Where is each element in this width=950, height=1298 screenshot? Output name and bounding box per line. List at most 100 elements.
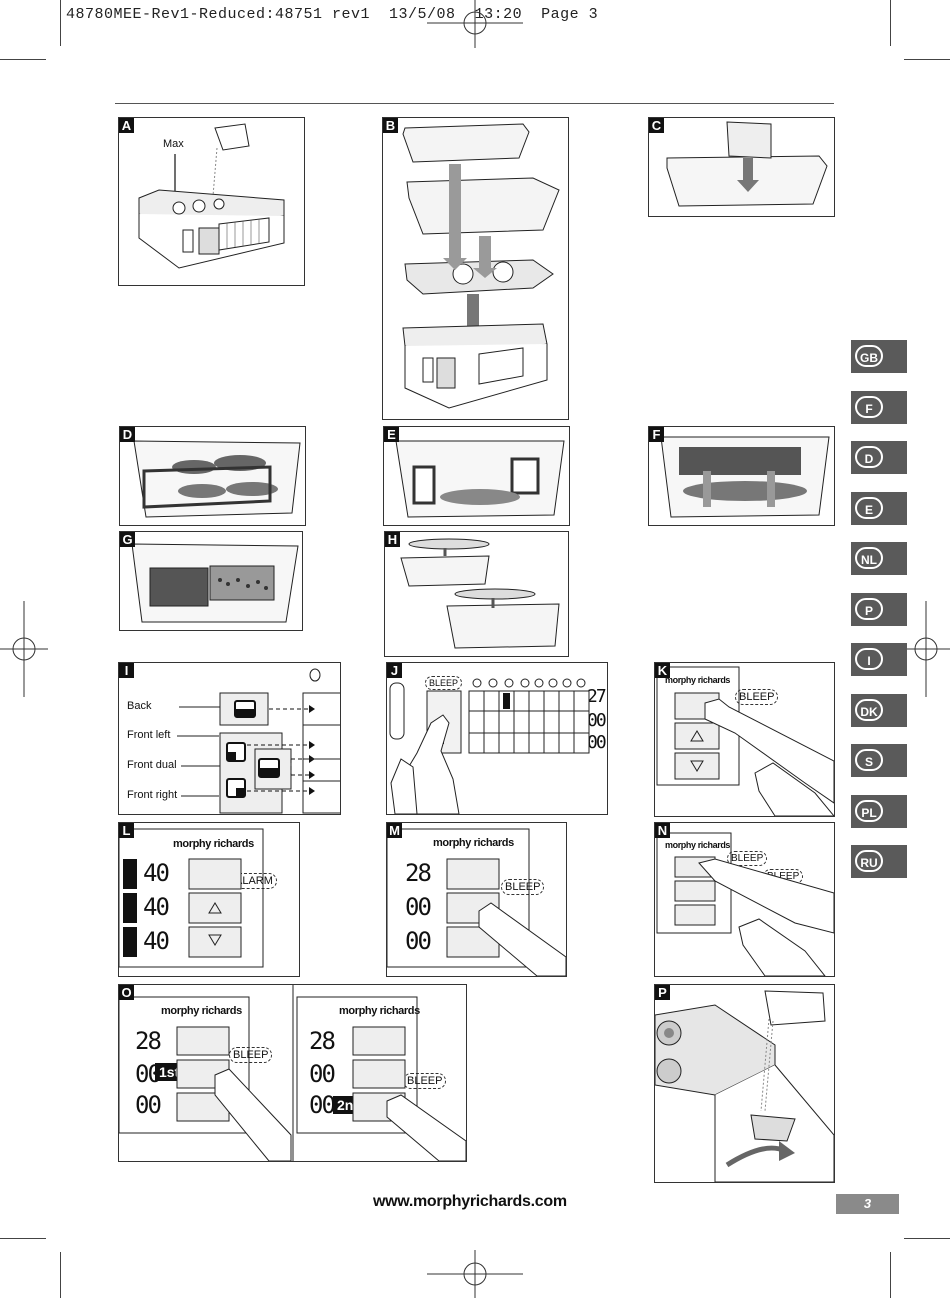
- timer-display-illustration: [387, 828, 566, 976]
- panel-k-steam-button: K morphy richards BLEEP: [654, 662, 835, 817]
- back-label: Back: [127, 700, 152, 712]
- panel-d-egg-tray: D: [119, 426, 306, 526]
- panel-label: F: [649, 427, 664, 442]
- timer-digits: 27: [587, 686, 607, 707]
- language-tab-pl[interactable]: PL: [851, 795, 907, 828]
- language-tab-nl[interactable]: NL: [851, 542, 907, 575]
- zone-button-diagram: [177, 668, 340, 814]
- brand-logo: morphy richards: [161, 1005, 242, 1017]
- panel-label: I: [119, 663, 134, 678]
- page-number: 3: [836, 1194, 899, 1214]
- language-code: D: [855, 446, 883, 468]
- panel-label: K: [655, 663, 670, 678]
- registration-mark-bottom: [427, 1250, 523, 1298]
- language-code: DK: [855, 699, 883, 721]
- panel-label: H: [385, 532, 400, 547]
- refill-illustration: [655, 990, 834, 1182]
- panel-label: L: [119, 823, 134, 838]
- front-right-label: Front right: [127, 789, 178, 801]
- language-code: RU: [855, 850, 883, 872]
- panel-label: O: [119, 985, 134, 1000]
- panel-f-two-levels: F: [648, 426, 835, 526]
- panel-label: P: [655, 985, 670, 1000]
- language-code: GB: [855, 345, 883, 367]
- brand-logo: morphy richards: [339, 1005, 420, 1017]
- panel-label: J: [387, 663, 402, 678]
- panel-c-divider: C: [648, 117, 835, 217]
- panel-b-stack-assembly: B: [382, 117, 569, 420]
- bleep-indicator: BLEEP: [727, 851, 768, 866]
- crop-mark: [60, 0, 61, 46]
- timer-digits: 40: [143, 893, 170, 921]
- slug-line: 48780MEE-Rev1-Reduced:48751 rev1 13/5/08…: [66, 6, 599, 23]
- panel-n-double-bleep: N morphy richards BLEEP BLEEP: [654, 822, 835, 977]
- language-tab-d[interactable]: D: [851, 441, 907, 474]
- bleep-indicator: BLEEP: [229, 1047, 273, 1063]
- panel-label: E: [384, 427, 399, 442]
- bleep-indicator: BLEEP: [425, 676, 463, 690]
- panel-label: A: [119, 118, 134, 133]
- panel-j-food-select: J BLEEP 27 00 00: [386, 662, 608, 815]
- crop-mark: [890, 1252, 891, 1298]
- timer-digits: 28: [405, 859, 432, 887]
- timer-digits: 00: [405, 927, 432, 955]
- language-tab-gb[interactable]: GB: [851, 340, 907, 373]
- double-press-illustration: [119, 985, 466, 1161]
- panel-label: B: [383, 118, 398, 133]
- timer-digits: 00: [587, 732, 607, 753]
- language-tab-i[interactable]: I: [851, 643, 907, 676]
- alarm-display-illustration: [119, 828, 264, 968]
- language-tab-e[interactable]: E: [851, 492, 907, 525]
- brand-logo: morphy richards: [665, 840, 731, 850]
- panel-h-stacked-bowls: H: [384, 531, 569, 657]
- egg-tray-illustration: [133, 440, 301, 518]
- header-rule: [115, 103, 834, 104]
- bleep-indicator: BLEEP: [501, 879, 545, 895]
- crop-mark: [60, 1252, 61, 1298]
- panel-label: N: [655, 823, 670, 838]
- stacked-bowls-illustration: [400, 538, 560, 649]
- language-code: I: [855, 648, 883, 670]
- panel-o-press-twice: O morphy richards morphy richards 28 00 …: [118, 984, 467, 1162]
- crop-mark: [890, 0, 891, 46]
- crop-mark: [904, 59, 950, 60]
- language-tab-s[interactable]: S: [851, 744, 907, 777]
- hand-press-illustration: [656, 832, 834, 976]
- timer-digits: 00: [135, 1091, 162, 1119]
- timer-digits: 00: [309, 1091, 336, 1119]
- language-code: F: [855, 396, 883, 418]
- panel-p-refill: P: [654, 984, 835, 1183]
- timer-digits: 40: [143, 927, 170, 955]
- panel-label: G: [120, 532, 135, 547]
- crop-mark: [0, 59, 46, 60]
- language-code: NL: [855, 547, 883, 569]
- language-tab-ru[interactable]: RU: [851, 845, 907, 878]
- divided-bowl-illustration: [131, 543, 299, 623]
- panel-e-rice-bowl: E: [383, 426, 570, 526]
- crop-mark: [904, 1238, 950, 1239]
- timer-digits: 00: [587, 710, 607, 731]
- language-code: E: [855, 497, 883, 519]
- hand-press-illustration: [656, 666, 834, 816]
- crop-mark: [0, 1238, 46, 1239]
- timer-digits: 00: [405, 893, 432, 921]
- panel-m-bleep: M morphy richards 28 00 00 BLEEP: [386, 822, 567, 977]
- language-tab-f[interactable]: F: [851, 391, 907, 424]
- steamer-base-illustration: [138, 123, 285, 269]
- panel-label: D: [120, 427, 135, 442]
- panel-label: M: [387, 823, 402, 838]
- footer-url[interactable]: www.morphyrichards.com: [373, 1193, 567, 1210]
- first-press-tag: 1st: [155, 1063, 184, 1081]
- language-tab-p[interactable]: P: [851, 593, 907, 626]
- registration-mark-right: [902, 601, 950, 697]
- brand-logo: morphy richards: [665, 675, 731, 685]
- brand-logo: morphy richards: [433, 837, 514, 849]
- language-tab-dk[interactable]: DK: [851, 694, 907, 727]
- timer-digits: 40: [143, 859, 170, 887]
- front-left-label: Front left: [127, 729, 171, 741]
- bleep-indicator: BLEEP: [735, 689, 779, 705]
- food-grid-illustration: [389, 678, 590, 814]
- panel-i-zone-select: I Back Front left Front dual Front right: [118, 662, 341, 815]
- panel-l-alarm: L morphy richards 40 40 40 ALARM: [118, 822, 300, 977]
- max-label: Max: [163, 138, 184, 150]
